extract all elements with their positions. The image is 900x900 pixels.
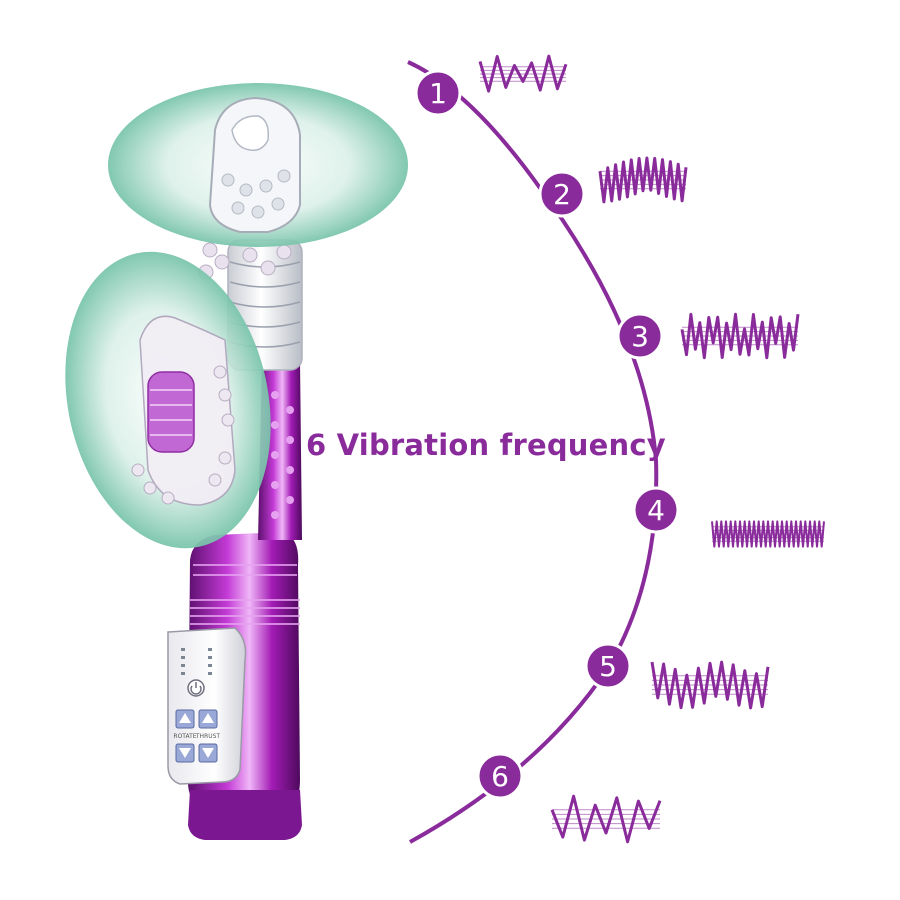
wave-pattern-2-icon [598,156,688,204]
mode-number: 1 [429,77,447,110]
mode-marker-1: 1 [414,69,462,117]
mode-badge [414,69,462,117]
wave-pattern-4-icon [711,520,825,548]
mode-marker-6: 6 [476,752,524,800]
wave-pattern-6-icon [550,794,662,844]
mode-number: 5 [599,650,617,683]
mode-badge [538,170,586,218]
mode-number: 3 [631,320,649,353]
mode-arc [407,60,659,844]
mode-marker-4: 4 [632,486,680,534]
power-icon[interactable] [187,679,205,697]
wave-pattern-1-icon [478,54,568,93]
wave-pattern-3-icon [680,312,800,360]
device-base [188,790,302,840]
mode-badge [632,486,680,534]
mode-badge [616,312,664,360]
control-panel: ROTATE THRUST [167,627,247,785]
handle-ribs [190,564,300,625]
clitoral-stimulator-highlight [65,251,271,549]
mode-badge [476,752,524,800]
headline: 6 Vibration frequency [306,428,666,462]
down-arrow-icon[interactable] [198,743,218,763]
led-indicators [181,648,212,675]
mode-marker-3: 3 [616,312,664,360]
down-arrow-icon[interactable] [175,743,195,763]
wave-pattern-5-icon [650,660,770,710]
thrust-label: THRUST [195,733,221,740]
mode-number: 2 [553,178,571,211]
mode-marker-5: 5 [584,642,632,690]
up-arrow-icon[interactable] [198,709,218,729]
device-bumps [271,391,294,519]
rotate-label: ROTATE [173,733,196,740]
mode-number: 6 [491,760,509,793]
mode-marker-2: 2 [538,170,586,218]
mode-badge [584,642,632,690]
mode-number: 4 [647,494,665,527]
bullet-vibrator [147,371,195,453]
up-arrow-icon[interactable] [175,709,195,729]
tip-highlight [108,83,408,247]
